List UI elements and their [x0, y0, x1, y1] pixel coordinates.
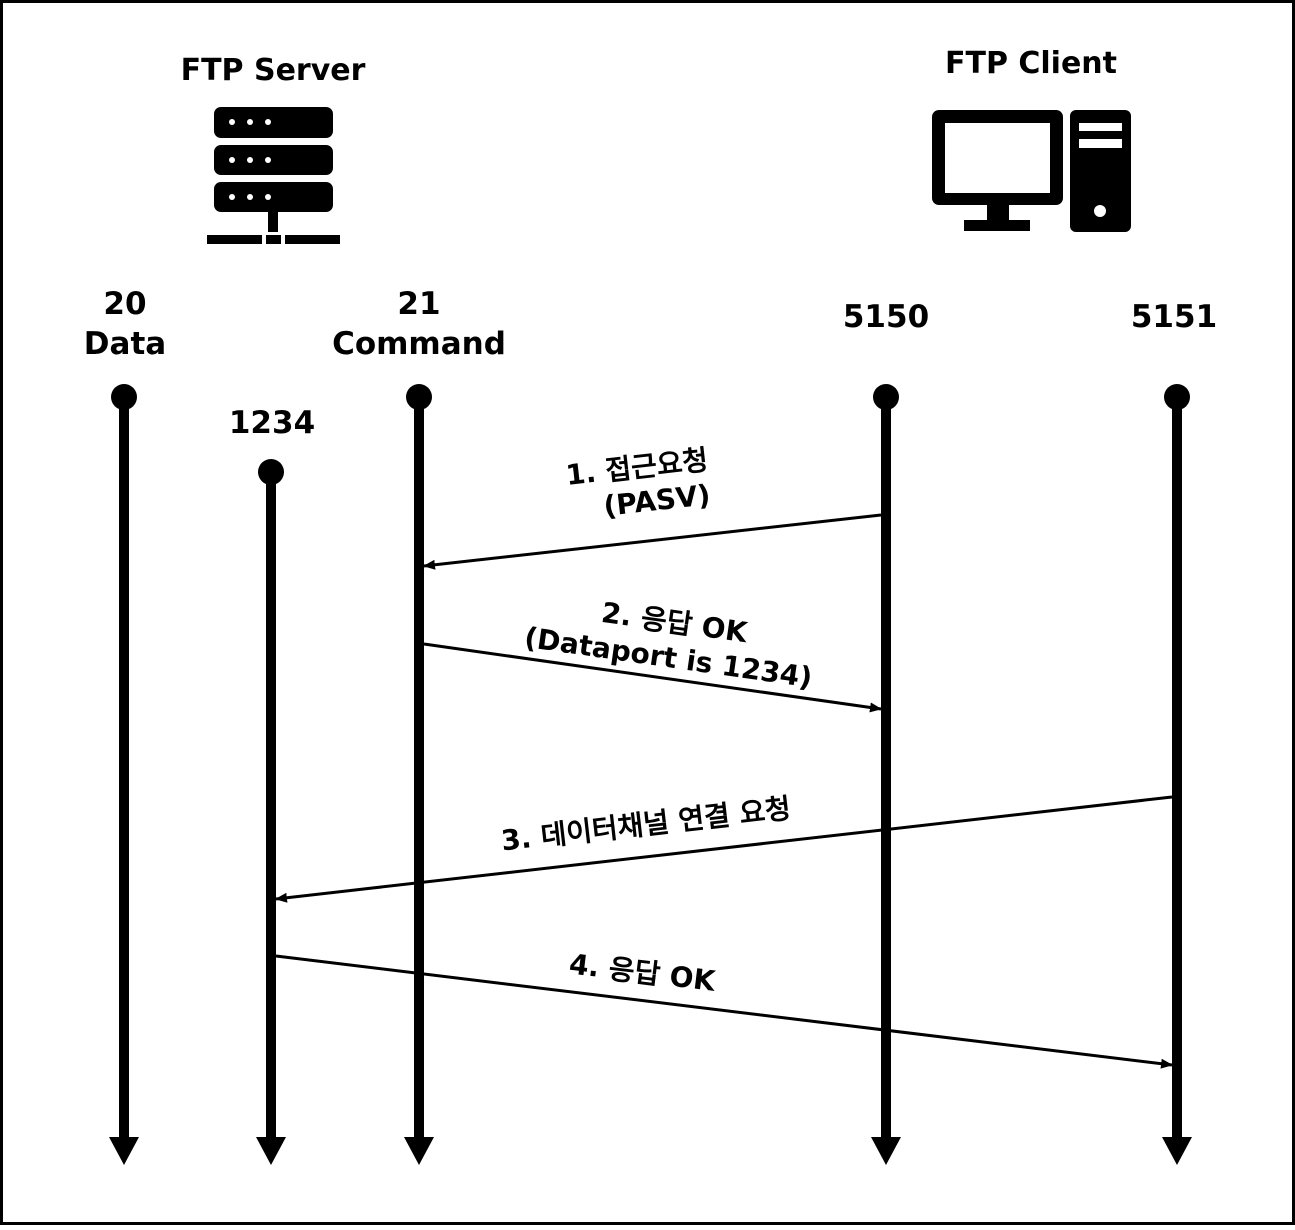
client-title: FTP Client — [945, 46, 1117, 81]
message-4-arrow — [275, 954, 1173, 1069]
message-4-label: 4. 응답 OK — [567, 947, 718, 998]
role-label-command: Command — [332, 326, 506, 362]
port-label-5151: 5151 — [1131, 299, 1217, 335]
message-4-response-ok: 4. 응답 OK — [275, 947, 1173, 1069]
port-label-5150: 5150 — [843, 299, 929, 335]
message-3-data-channel-request: 3. 데이터채널 연결 요청 — [275, 792, 1173, 903]
message-2-response-ok: 2. 응답 OK (Dataport is 1234) — [423, 596, 882, 713]
lifeline-client-5150: 5150 — [843, 299, 929, 1165]
message-2-arrow — [423, 642, 882, 713]
port-label-21: 21 — [397, 286, 440, 322]
server-title: FTP Server — [181, 53, 366, 88]
message-1-access-request: 1. 접근요청 (PASV) — [423, 443, 882, 570]
port-label-20: 20 — [103, 286, 146, 322]
message-3-label: 3. 데이터채널 연결 요청 — [499, 792, 792, 858]
message-3-arrow — [275, 795, 1173, 903]
role-label-data: Data — [84, 326, 166, 362]
message-1-arrow — [423, 513, 882, 570]
server-icon — [207, 107, 340, 244]
lifeline-client-5151: 5151 — [1131, 299, 1217, 1165]
desktop-computer-icon — [932, 110, 1131, 232]
lifeline-data-20: 20 Data — [84, 286, 166, 1165]
port-label-1234: 1234 — [229, 405, 315, 441]
lifeline-command-21: 21 Command — [332, 286, 506, 1165]
lifeline-port-1234: 1234 — [229, 405, 315, 1165]
